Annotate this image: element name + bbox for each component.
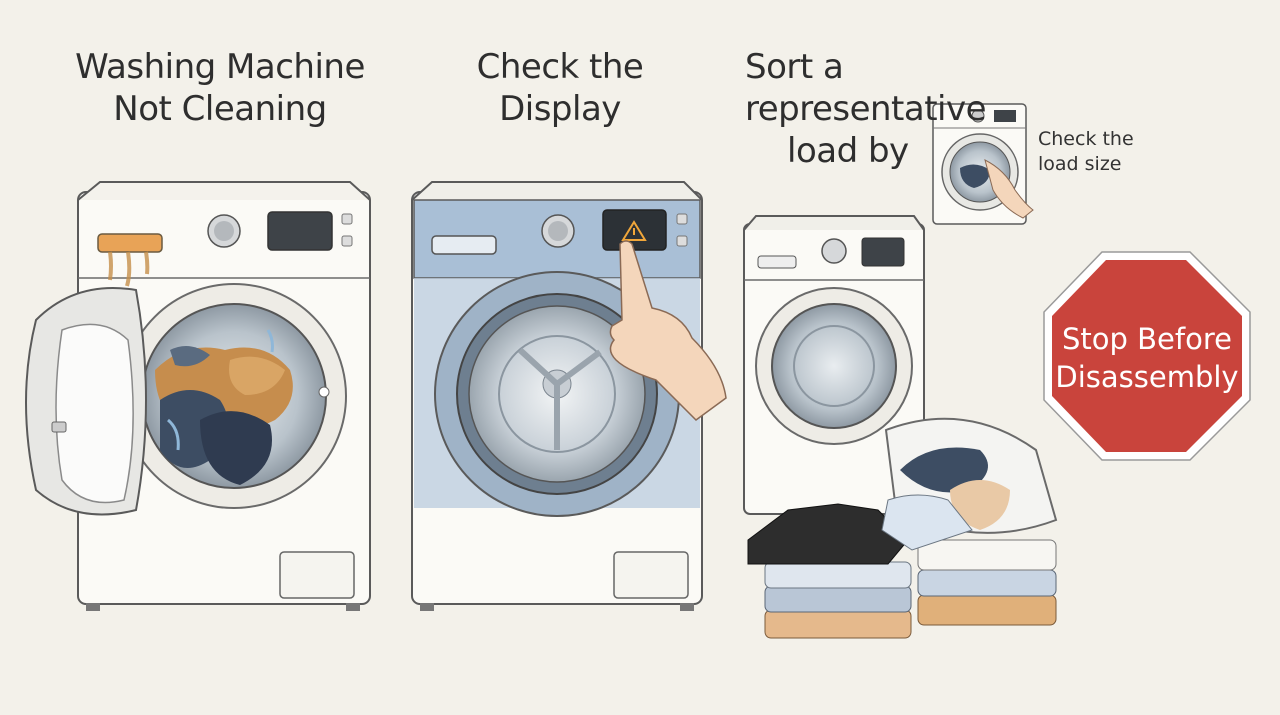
stop-sign-line: Stop Before xyxy=(1062,322,1232,356)
washing-machine-display-check xyxy=(411,181,727,611)
pointing-hand-icon xyxy=(609,240,727,421)
display-screen xyxy=(267,211,333,251)
panel-title-line: Display xyxy=(499,89,621,129)
panel-title-line: Check the xyxy=(476,47,644,87)
warning-icon xyxy=(621,220,647,241)
inset-machine-load-check xyxy=(932,103,1034,225)
panel-title-line: Sort a representative xyxy=(745,47,987,129)
panel-title-not-cleaning: Washing Machine Not Cleaning xyxy=(60,46,380,130)
inset-caption: Check the load size xyxy=(1038,127,1134,177)
dirty-laundry xyxy=(155,329,293,485)
stop-sign-line: Disassembly xyxy=(1055,360,1239,394)
panel-title-line: Washing Machine xyxy=(75,47,365,87)
washing-machine-sorting xyxy=(743,215,925,515)
panel-title-sort-load: Sort a representative load by xyxy=(745,46,1085,172)
folded-dark-pile xyxy=(747,503,912,639)
program-dial xyxy=(207,214,241,248)
detergent-drawer xyxy=(97,233,163,253)
stop-sign xyxy=(1043,251,1251,461)
washing-machine-dirty xyxy=(25,181,371,611)
inset-caption-line: Check the xyxy=(1038,128,1134,150)
panel-title-line: Not Cleaning xyxy=(113,89,327,129)
inset-caption-line: load size xyxy=(1038,153,1122,175)
stop-sign-text: Stop Before Disassembly xyxy=(1052,320,1242,396)
folded-light-pile xyxy=(881,494,1057,626)
panel-title-check-display: Check the Display xyxy=(430,46,690,130)
panel-title-line: load by xyxy=(787,131,909,171)
